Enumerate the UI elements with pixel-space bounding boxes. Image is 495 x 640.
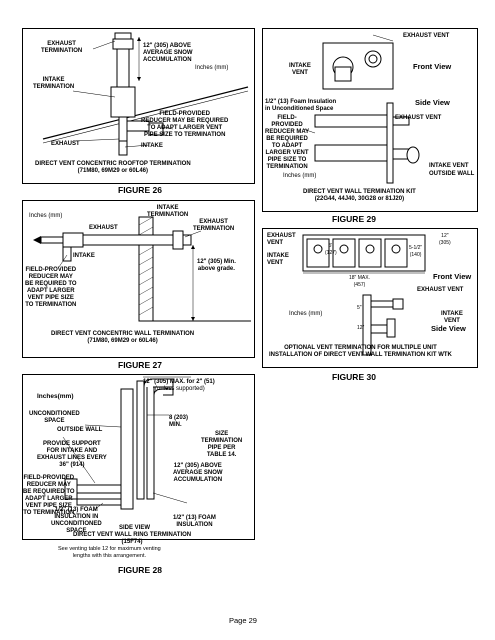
label-exhaust-vent: EXHAUST VENT — [403, 33, 450, 39]
label-reducer: FIELD-PROVIDED REDUCER MAY BE REQUIRED T… — [25, 267, 77, 308]
figure-27-title: FIGURE 27 — [118, 360, 162, 370]
multiple-unit-drawing — [302, 234, 426, 356]
label-inches: Inches (mm) — [283, 173, 317, 179]
concentric-wall-drawing — [33, 216, 251, 322]
caption: OPTIONAL VENT TERMINATION FOR MULTIPLE U… — [269, 345, 452, 358]
label-exhaust: EXHAUST — [89, 225, 118, 231]
label-outside-wall: OUTSIDE WALL — [429, 171, 475, 177]
figure-26-panel: EXHAUST TERMINATION 12" (305) ABOVE AVER… — [22, 28, 255, 184]
label-inches: Inches (mm) — [195, 65, 229, 71]
figure-27-panel: Inches (mm) INTAKE TERMINATION EXHAUST T… — [22, 200, 255, 358]
label-intake-vent: INTAKE VENT — [289, 63, 311, 76]
page-number: Page 29 — [229, 616, 257, 625]
label-dim-5-half: 5-1/2" (140) — [409, 245, 423, 258]
label-intake: INTAKE — [73, 253, 95, 259]
label-exhaust-vent-side: EXHAUST VENT — [417, 287, 464, 293]
label-dim-5: 5" (127) — [325, 243, 337, 256]
label-side-view: SIDE VIEW — [119, 525, 151, 531]
caption: DIRECT VENT CONCENTRIC WALL TERMINATION … — [51, 331, 195, 344]
label-above-snow: 12" (305) ABOVE AVERAGE SNOW ACCUMULATIO… — [173, 463, 223, 483]
figure-28-panel: 12" (305) MAX. for 2" (51) (unless suppo… — [22, 374, 255, 545]
label-reducer: FIELD-PROVIDED REDUCER MAY BE REQUIRED T… — [141, 111, 229, 138]
rooftop-termination-drawing — [42, 32, 249, 156]
label-foam-unconditioned: 1/2" (13) FOAM INSULATION IN UNCONDITION… — [51, 507, 102, 534]
caption: DIRECT VENT CONCENTRIC ROOFTOP TERMINATI… — [35, 161, 191, 174]
label-dim-12: 12" (305) — [439, 233, 451, 246]
label-dim-5b: 5" — [357, 305, 362, 311]
label-intake-termination: INTAKE TERMINATION — [147, 205, 189, 218]
label-size: SIZE TERMINATION PIPE PER TABLE 14. — [201, 431, 243, 458]
caption: DIRECT VENT WALL TERMINATION KIT (22G44,… — [303, 189, 416, 202]
label-foam-insulation: 1/2" (13) FOAM INSULATION — [173, 515, 216, 528]
label-intake-vent-side: INTAKE VENT — [441, 311, 463, 324]
figure-26-title: FIGURE 26 — [118, 185, 162, 195]
wall-ring-drawing — [62, 376, 191, 512]
label-exhaust: EXHAUST — [51, 141, 80, 147]
label-above-snow: 12" (305) ABOVE AVERAGE SNOW ACCUMULATIO… — [143, 43, 193, 63]
label-exhaust-vent-side: EXHAUST VENT — [395, 115, 442, 121]
label-min-above-grade: 12" (305) Min. above grade. — [197, 259, 236, 272]
label-unless: (unless supported) — [155, 386, 205, 392]
label-dim-12b: 12" — [357, 325, 365, 331]
label-intake-vent-side: INTAKE VENT — [429, 163, 469, 169]
label-inches: Inches (mm) — [289, 311, 323, 317]
label-min-8: 8 (203) MIN. — [169, 415, 189, 428]
label-intake-vent: INTAKE VENT — [267, 253, 289, 266]
label-inches: Inches(mm) — [37, 393, 74, 400]
label-reducer: FIELD- PROVIDED REDUCER MAY BE REQUIRED … — [265, 115, 310, 170]
label-exhaust-termination: EXHAUST TERMINATION — [41, 41, 83, 54]
label-unconditioned: UNCONDITIONED SPACE — [29, 411, 80, 424]
label-front-view: Front View — [433, 272, 472, 281]
label-front-view: Front View — [413, 62, 452, 71]
label-inches: Inches (mm) — [29, 213, 63, 219]
label-outside-wall: OUTSIDE WALL — [57, 427, 103, 433]
figure-28-title: FIGURE 28 — [118, 565, 162, 575]
figure-30-panel: EXHAUST VENT INTAKE VENT 5" (127) 5-1/2"… — [262, 228, 478, 368]
figure-29-title: FIGURE 29 — [332, 214, 376, 224]
label-reducer: FIELD-PROVIDED REDUCER MAY BE REQUIRED T… — [23, 475, 75, 516]
label-support: PROVIDE SUPPORT FOR INTAKE AND EXHAUST L… — [37, 441, 107, 468]
label-exhaust-vent: EXHAUST VENT — [267, 233, 296, 246]
wall-kit-drawing — [302, 34, 420, 184]
label-exhaust-termination: EXHAUST TERMINATION — [193, 219, 235, 232]
label-max: 12" (305) MAX. for 2" (51) — [143, 379, 215, 385]
label-intake: INTAKE — [141, 143, 163, 149]
label-foam: 1/2" (13) Foam Insulation in Uncondition… — [265, 99, 337, 112]
label-side-view: Side View — [431, 324, 466, 333]
label-intake-termination: INTAKE TERMINATION — [33, 77, 75, 90]
figure-30-title: FIGURE 30 — [332, 372, 376, 382]
label-side-view: Side View — [415, 98, 450, 107]
label-dim-18: 18" MAX. (457) — [349, 275, 370, 288]
caption: DIRECT VENT WALL RING TERMINATION (15F74… — [73, 532, 192, 545]
figure-28-note: See venting table 12 for maximum venting… — [58, 546, 161, 559]
figure-29-panel: EXHAUST VENT INTAKE VENT Front View 1/2"… — [262, 28, 478, 212]
